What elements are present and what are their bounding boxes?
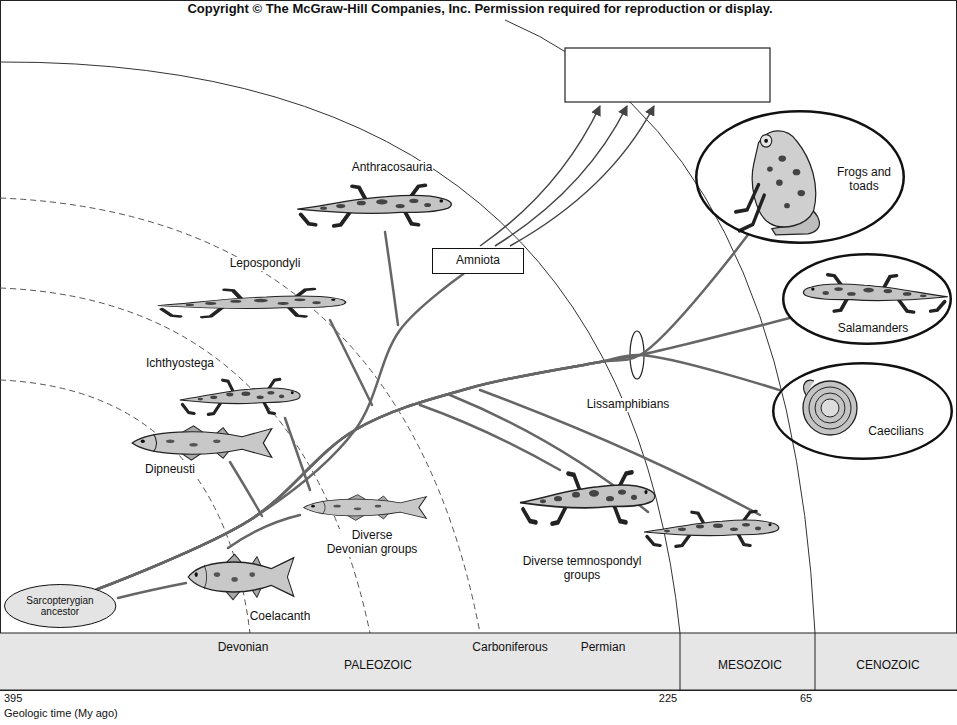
lineage-line xyxy=(97,235,748,589)
taxon-label: Ichthyostega xyxy=(145,357,215,371)
group-circle: Frogs and toads xyxy=(695,110,905,244)
label-slot: 225 xyxy=(658,692,678,705)
node-label: Salamanders xyxy=(833,322,913,336)
clade-label: Lissamphibians xyxy=(586,398,671,412)
label-slot: 65 xyxy=(799,692,813,705)
label-slot: Carboniferous xyxy=(471,641,548,655)
taxon-label: Coelacanth xyxy=(249,610,312,624)
label-slot: Lepospondyli xyxy=(229,257,302,271)
time-number: 225 xyxy=(658,692,678,705)
label-slot: Diverse temnospondyl groups xyxy=(520,555,644,583)
label-slot: Coelacanth xyxy=(249,610,312,624)
era-label: PALEOZOIC xyxy=(343,659,413,673)
lineage-line xyxy=(97,318,790,589)
label-slot: Anthracosauria xyxy=(351,161,434,175)
label-slot: Dipneusti xyxy=(144,463,196,477)
group-circle: Salamanders xyxy=(782,253,952,345)
ellipse-shape xyxy=(4,585,115,628)
axis-title: Geologic time (My ago) xyxy=(3,707,119,720)
taxon-label: Diverse Devonian groups xyxy=(325,529,420,557)
taxon-label: Anthracosauria xyxy=(351,161,434,175)
label-slot: Copyright © The McGraw-Hill Companies, I… xyxy=(186,2,773,17)
period-label: Carboniferous xyxy=(471,641,548,655)
era-label: MESOZOIC xyxy=(717,659,783,673)
label-slot: Geologic time (My ago) xyxy=(3,707,119,720)
period-label: Permian xyxy=(580,641,627,655)
box-shape xyxy=(433,249,524,274)
label-slot: MESOZOIC xyxy=(717,659,783,673)
ellipse-shape xyxy=(696,111,904,243)
node-label: Amniota xyxy=(456,254,500,268)
node-label: Sarcopterygian ancestor xyxy=(24,595,96,618)
time-number: 65 xyxy=(799,692,813,705)
time-number: 395 xyxy=(3,692,23,705)
label-slot: CENOZOIC xyxy=(855,659,920,673)
taxon-label: Diverse temnospondyl groups xyxy=(520,555,644,583)
era-label: CENOZOIC xyxy=(855,659,920,673)
label-slot: PALEOZOIC xyxy=(343,659,413,673)
ancestor-ellipse: Sarcopterygian ancestor xyxy=(4,584,116,628)
label-slot: 395 xyxy=(3,692,23,705)
group-circle: Caecilians xyxy=(772,362,953,460)
copyright-notice: Copyright © The McGraw-Hill Companies, I… xyxy=(186,2,773,17)
clade-box: Amniota xyxy=(432,248,524,274)
taxon-label: Lepospondyli xyxy=(229,257,302,271)
taxon-label: Dipneusti xyxy=(144,463,196,477)
ellipse-outline xyxy=(772,362,953,460)
label-slot: Lissamphibians xyxy=(586,398,671,412)
node-label: Caecilians xyxy=(865,425,927,439)
label-slot: Devonian xyxy=(217,641,270,655)
lineage-line xyxy=(97,355,781,589)
label-slot: Permian xyxy=(580,641,627,655)
ellipse-shape xyxy=(773,363,952,459)
node-label: Frogs and toads xyxy=(833,166,895,194)
lineage-line xyxy=(97,274,464,589)
label-slot: Diverse Devonian groups xyxy=(325,529,420,557)
ellipse-shape xyxy=(783,254,951,344)
label-slot: Ichthyostega xyxy=(145,357,215,371)
period-label: Devonian xyxy=(217,641,270,655)
